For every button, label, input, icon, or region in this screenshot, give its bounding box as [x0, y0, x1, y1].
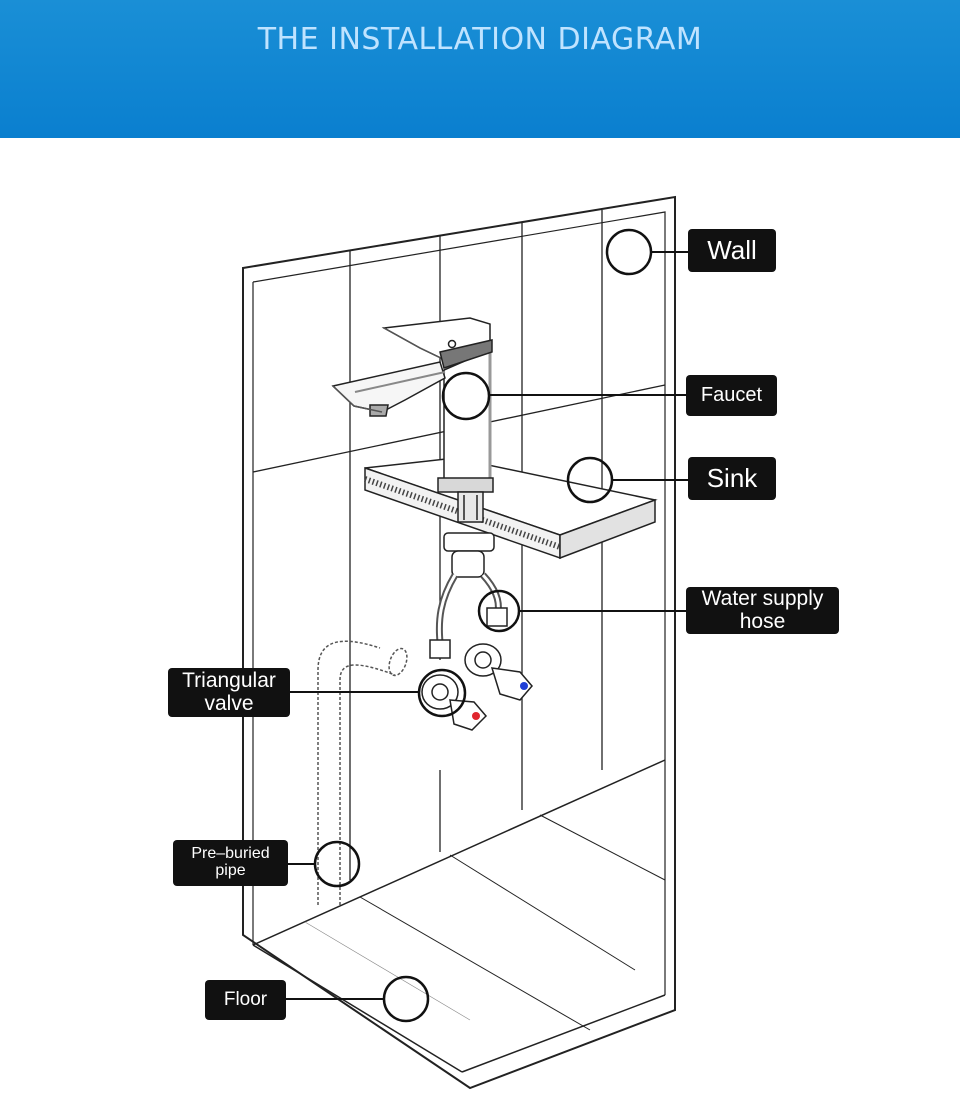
faucet-illustration: [331, 317, 494, 493]
callout-lines: [286, 251, 688, 1000]
wall-label-text: Wall: [707, 234, 757, 265]
wall-label: Wall: [688, 229, 776, 272]
triangular-valve-label-line1: Triangular: [182, 669, 276, 693]
diagram-title: THE INSTALLATION DIAGRAM: [257, 22, 703, 57]
water-supply-hose-label-line2: hose: [739, 609, 786, 633]
triangular-valve-label-line2: valve: [204, 691, 254, 715]
pre-buried-pipe-illustration: [317, 640, 408, 905]
pre-buried-pipe-label: Pre–buried pipe: [173, 840, 288, 886]
callout-circles: [313, 228, 653, 1023]
supply-fittings-illustration: [429, 491, 508, 659]
sink-label: Sink: [688, 457, 776, 500]
floor-label: Floor: [205, 980, 286, 1020]
faucet-label-text: Faucet: [700, 384, 763, 406]
floor-label-text: Floor: [223, 989, 268, 1011]
water-supply-hose-label: Water supply hose: [686, 587, 839, 634]
pre-buried-pipe-label-line2: pipe: [215, 862, 246, 879]
faucet-label: Faucet: [686, 375, 777, 416]
header-banner: THE INSTALLATION DIAGRAM: [0, 0, 960, 138]
triangular-valve-label: Triangular valve: [168, 668, 290, 717]
pre-buried-pipe-label-line1: Pre–buried: [191, 845, 270, 863]
sink-label-text: Sink: [706, 462, 758, 493]
water-supply-hose-label-line1: Water supply: [701, 587, 824, 611]
wall-illustration: [242, 195, 676, 1090]
